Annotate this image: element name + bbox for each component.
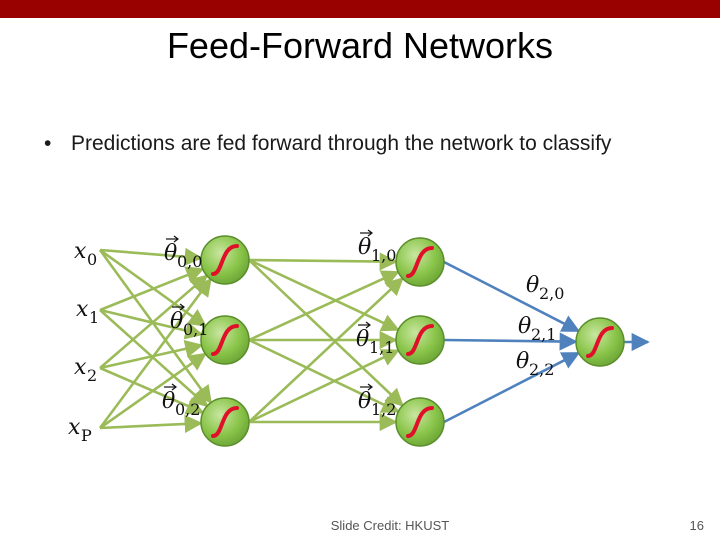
edge-h1n0-h2n1 xyxy=(248,258,400,332)
output-weight-label-0-sub: 2,0 xyxy=(539,284,564,303)
input-label-3-sub: P xyxy=(81,426,92,445)
hidden2-node-1 xyxy=(395,315,445,365)
hidden2-label-2-var: θ xyxy=(358,389,371,414)
hidden1-label-2-var: θ xyxy=(162,389,175,414)
hidden2-label-0-vec-arrow-icon xyxy=(367,229,373,237)
hidden1-label-2-vec-arrow-icon xyxy=(171,383,177,391)
edge-input2-h1n0 xyxy=(99,274,209,369)
hidden1-label-0-var: θ xyxy=(164,241,177,266)
hidden1-node-1-sigmoid-icon xyxy=(211,324,239,356)
output-node xyxy=(575,317,625,367)
hidden2-label-1-var: θ xyxy=(356,327,369,352)
hidden1-node-2-sigmoid-icon xyxy=(211,406,239,438)
hidden1-label-0-sub: 0,0 xyxy=(177,252,202,271)
input-label-0-var: x xyxy=(74,239,87,264)
page-number: 16 xyxy=(689,518,704,533)
hidden2-node-1-sigmoid-icon xyxy=(406,324,434,356)
edges-layer xyxy=(98,247,650,434)
slide-credit: Slide Credit: HKUST xyxy=(330,518,450,533)
edge-h1n1-h2n0 xyxy=(248,270,400,342)
hidden1-label-1-sub: 0,1 xyxy=(183,320,208,339)
output-weight-label-1-sub: 2,1 xyxy=(531,325,556,344)
edge-input1-h1n1 xyxy=(99,308,204,340)
edge-h2n1-out xyxy=(443,332,578,351)
hidden2-label-1-vec-arrow-icon xyxy=(365,321,371,329)
slide-title: Feed-Forward Networks xyxy=(166,25,554,66)
edge-h2n2-out xyxy=(443,351,581,424)
hidden2-label-2-sub: 1,2 xyxy=(371,400,396,419)
edge-input0-h1n2 xyxy=(98,249,212,405)
input-label-2-var: x xyxy=(74,355,87,380)
hidden1-node-2 xyxy=(200,397,250,447)
edge-input1-h1n0 xyxy=(99,266,205,312)
edge-h1n1-h2n2 xyxy=(248,338,401,413)
hidden1-node-0 xyxy=(200,235,250,285)
hidden2-label-1-sub: 1,1 xyxy=(369,338,394,357)
input-label-0-sub: 0 xyxy=(87,250,97,269)
output-weight-label-2-var: θ xyxy=(516,349,529,374)
hidden1-node-0-sigmoid-icon xyxy=(211,244,239,276)
hidden1-label-1-vec-arrow-icon xyxy=(179,303,185,311)
edge-input3-h1n2 xyxy=(99,414,203,434)
hidden1-label-1-var: θ xyxy=(170,309,183,334)
header-bar xyxy=(0,0,720,18)
hidden1-label-2-sub: 0,2 xyxy=(175,400,200,419)
hidden2-label-0-var: θ xyxy=(358,235,371,260)
edge-h1n0-h2n0 xyxy=(248,252,398,271)
edge-input0-h1n0 xyxy=(99,247,203,266)
input-label-2-sub: 2 xyxy=(87,366,97,385)
edge-h1n2-h2n1 xyxy=(248,349,401,424)
edge-h2n0-out xyxy=(443,260,581,333)
hidden2-node-2-sigmoid-icon xyxy=(406,406,434,438)
hidden2-node-0-sigmoid-icon xyxy=(406,246,434,278)
edge-input2-h1n1 xyxy=(99,339,204,370)
edge-h1n0-h2n2 xyxy=(248,259,404,407)
input-label-3-var: x xyxy=(68,415,81,440)
hidden1-label-0-vec-arrow-icon xyxy=(173,235,179,243)
bullet-dot: • xyxy=(44,132,52,155)
output-weight-label-2-sub: 2,2 xyxy=(529,360,554,379)
input-label-1-var: x xyxy=(76,297,89,322)
input-label-1-sub: 1 xyxy=(89,308,99,327)
nodes-layer xyxy=(200,235,625,447)
edge-input3-h1n0 xyxy=(98,277,212,429)
output-node-sigmoid-icon xyxy=(586,326,614,358)
edge-h1n2-h2n0 xyxy=(248,277,404,423)
edge-input3-h1n1 xyxy=(99,352,207,430)
hidden2-label-0-sub: 1,0 xyxy=(371,246,396,265)
output-weight-label-0-var: θ xyxy=(526,273,539,298)
output-weight-label-1-var: θ xyxy=(518,314,531,339)
bullet-text: Predictions are fed forward through the … xyxy=(71,132,612,155)
hidden2-node-2 xyxy=(395,397,445,447)
hidden2-label-2-vec-arrow-icon xyxy=(367,383,373,391)
hidden2-node-0 xyxy=(395,237,445,287)
